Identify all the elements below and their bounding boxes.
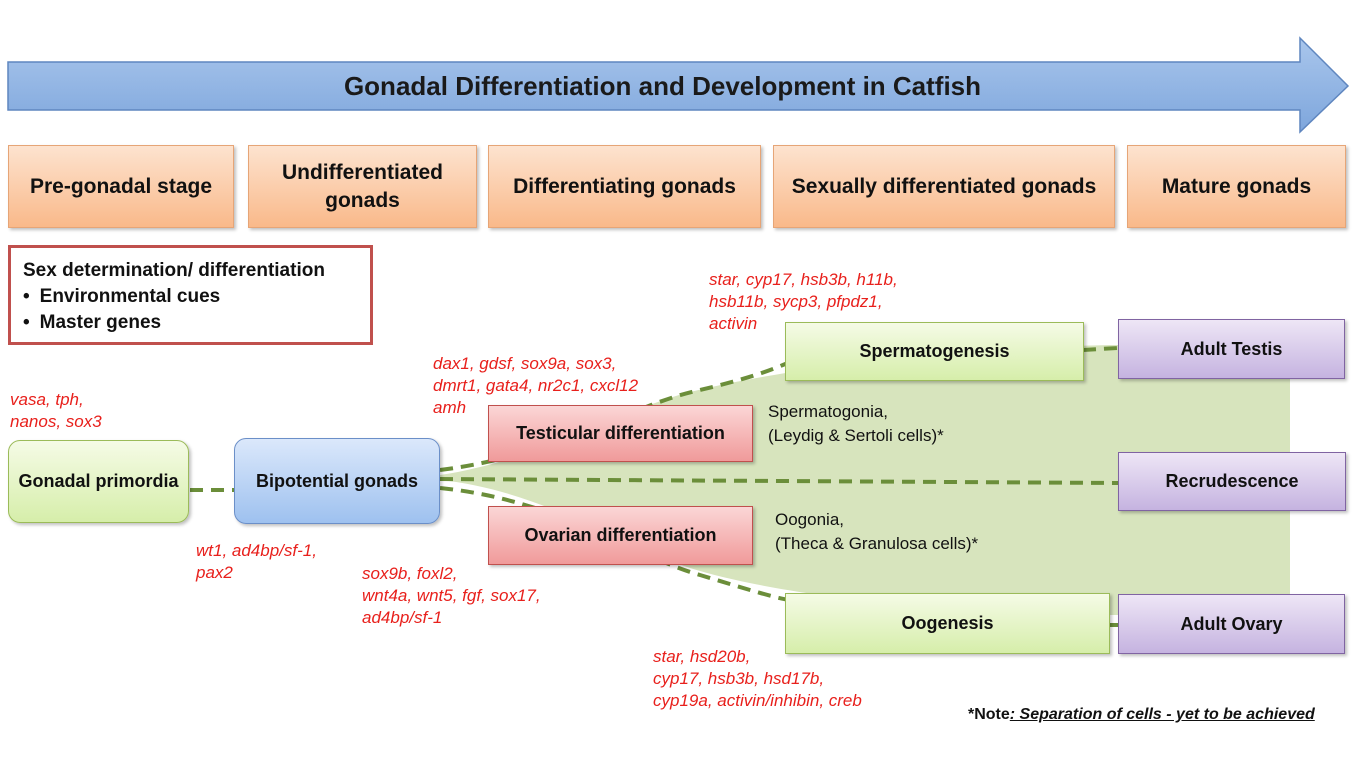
gene-line: wnt4a, wnt5, fgf, sox17, [362,586,541,605]
sex-determination-item: Master genes [23,310,358,336]
diagram-title: Gonadal Differentiation and Development … [343,70,982,101]
gene-line: ad4bp/sf-1 [362,608,443,627]
gene-line: star, hsd20b, [653,647,751,666]
stage-mature: Mature gonads [1127,145,1346,228]
stage-undifferentiated: Undifferentiated gonads [248,145,477,228]
stage-differentiating: Differentiating gonads [488,145,761,228]
node-bipotential-gonads: Bipotential gonads [234,438,440,524]
gene-line: sox9b, foxl2, [362,564,458,583]
genes-oogenesis: star, hsd20b, cyp17, hsb3b, hsd17b, cyp1… [653,646,862,712]
sex-determination-box: Sex determination/ differentiation Envir… [8,245,373,345]
genes-testicular: dax1, gdsf, sox9a, sox3, dmrt1, gata4, n… [433,353,638,419]
gene-line: cyp19a, activin/inhibin, creb [653,691,862,710]
genes-ovarian: sox9b, foxl2, wnt4a, wnt5, fgf, sox17, a… [362,563,541,629]
gene-line: wt1, ad4bp/sf-1, [196,541,317,560]
gene-line: dmrt1, gata4, nr2c1, cxcl12 [433,376,639,395]
gene-line: nanos, sox3 [10,412,102,431]
gene-line: activin [709,314,758,333]
footnote: *Note: Separation of cells - yet to be a… [968,706,1315,724]
sex-determination-heading: Sex determination/ differentiation [23,260,325,281]
cells-testis: Spermatogonia, (Leydig & Sertoli cells)* [768,400,944,448]
stage-sexually-differentiated: Sexually differentiated gonads [773,145,1115,228]
gene-line: hsb11b, sycp3, pfpdz1, [709,292,883,311]
node-recrudescence: Recrudescence [1118,452,1346,511]
gene-line: pax2 [196,563,233,582]
node-ovarian-differentiation: Ovarian differentiation [488,506,753,565]
title-arrow [7,36,1350,134]
gene-line: star, cyp17, hsb3b, h11b, [709,270,898,289]
node-gonadal-primordia: Gonadal primordia [8,440,189,523]
node-adult-testis: Adult Testis [1118,319,1345,379]
node-spermatogenesis: Spermatogenesis [785,322,1084,381]
footnote-prefix: *Note [968,706,1010,723]
cells-line: Oogonia, [775,510,844,529]
node-oogenesis: Oogenesis [785,593,1110,654]
cells-ovary: Oogonia, (Theca & Granulosa cells)* [775,508,978,556]
cells-line: (Theca & Granulosa cells)* [775,534,979,553]
genes-primordia: vasa, tph, nanos, sox3 [10,389,102,433]
node-testicular-differentiation: Testicular differentiation [488,405,753,462]
gene-line: dax1, gdsf, sox9a, sox3, [433,354,617,373]
gene-line: vasa, tph, [10,390,84,409]
node-adult-ovary: Adult Ovary [1118,594,1345,654]
cells-line: (Leydig & Sertoli cells)* [768,426,944,445]
stage-pre-gonadal: Pre-gonadal stage [8,145,234,228]
genes-spermatogenesis: star, cyp17, hsb3b, h11b, hsb11b, sycp3,… [709,269,898,335]
gene-line: cyp17, hsb3b, hsd17b, [653,669,825,688]
gene-line: amh [433,398,467,417]
footnote-text: : Separation of cells - yet to be achiev… [1009,706,1315,723]
cells-line: Spermatogonia, [768,402,889,421]
genes-bipotential: wt1, ad4bp/sf-1, pax2 [196,540,317,584]
sex-determination-item: Environmental cues [23,284,358,310]
